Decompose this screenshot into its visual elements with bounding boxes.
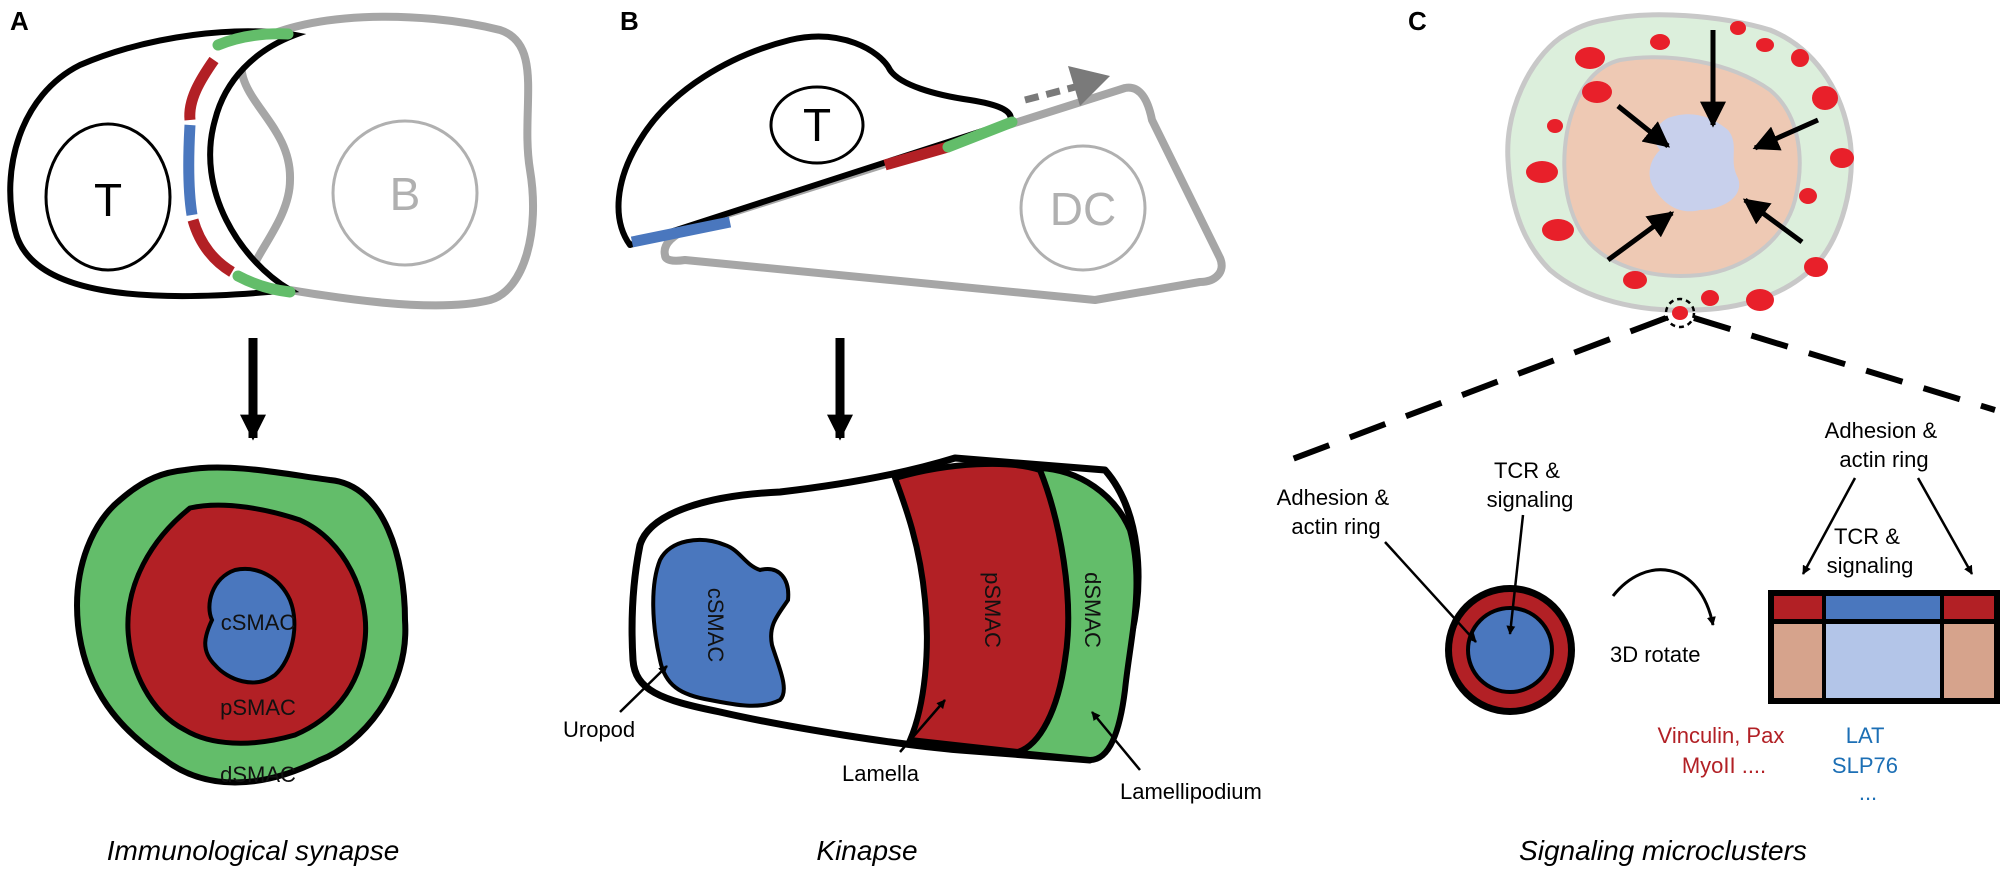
kinapse-t-nucleus xyxy=(769,85,865,165)
c-right-adhesion-arrow-right xyxy=(1916,477,1974,575)
c-right-tcr-label: TCR & signaling xyxy=(1827,524,1914,578)
rotate-arrow xyxy=(1611,568,1716,626)
kinapse-t-label: T xyxy=(803,99,831,151)
dc-nucleus xyxy=(1019,144,1147,272)
kinapse-contact-green xyxy=(942,116,1018,153)
microcluster-dot xyxy=(1623,271,1647,289)
inward-arrow xyxy=(1752,117,1820,151)
b-nucleus xyxy=(331,119,479,267)
microcluster-dot xyxy=(1650,34,1670,50)
kinapse-contact-blue xyxy=(630,216,732,248)
microcluster-dot xyxy=(1526,161,1558,183)
uropod-label: Uropod xyxy=(563,717,635,742)
uropod-arrow xyxy=(619,665,668,713)
microcluster-top-core xyxy=(1466,606,1554,694)
microcluster-dot xyxy=(1804,257,1828,277)
zoom-line-right xyxy=(1693,315,1996,413)
microcluster-dot xyxy=(1791,49,1809,67)
lamellipodium-label: Lamellipodium xyxy=(1120,779,1262,804)
kinapse-contact-red xyxy=(883,141,950,171)
microcluster-dot xyxy=(1746,289,1774,311)
panel-a-letter: A xyxy=(10,6,29,36)
side-view-tan-right xyxy=(1944,624,1994,698)
c-caption: Signaling microclusters xyxy=(1519,835,1807,866)
panel-b: B DC T cSMAC pSMAC dSMAC Uropod Lamella … xyxy=(563,6,1262,866)
c-right-adhesion-label: Adhesion & actin ring xyxy=(1825,418,1944,472)
inward-arrows xyxy=(1606,30,1820,263)
b-psmac-label: pSMAC xyxy=(980,572,1005,648)
kinapse-psmac xyxy=(891,460,1072,756)
microcluster-dot xyxy=(1756,38,1774,52)
panel-c-letter: C xyxy=(1408,6,1427,36)
microcluster-dot xyxy=(1672,306,1688,320)
contact-psmac-bottom xyxy=(187,218,235,277)
lamella-label: Lamella xyxy=(842,761,920,786)
b-csmac-label: cSMAC xyxy=(703,588,728,663)
microcluster-dot xyxy=(1542,219,1574,241)
migration-arrow-dash xyxy=(1024,83,1076,104)
a-psmac-label: pSMAC xyxy=(220,695,296,720)
csmac-region xyxy=(203,566,297,685)
a-dsmac-label: dSMAC xyxy=(220,762,296,787)
a-caption: Immunological synapse xyxy=(107,835,400,866)
b-dsmac-label: dSMAC xyxy=(1080,572,1105,648)
microcluster-dots xyxy=(1526,21,1854,320)
contact-csmac xyxy=(183,124,198,216)
side-view-tan-left xyxy=(1774,624,1822,698)
microcluster-dot xyxy=(1582,81,1612,103)
microcluster-dot xyxy=(1812,86,1838,110)
microcluster-dot xyxy=(1799,188,1817,204)
migration-arrowhead xyxy=(1068,66,1110,106)
microcluster-dot xyxy=(1830,148,1854,168)
inward-arrow xyxy=(1742,197,1804,245)
rotate-label: 3D rotate xyxy=(1610,642,1701,667)
b-cell-label: B xyxy=(390,168,421,220)
t-nucleus xyxy=(44,122,172,272)
signaling-molecules: LAT SLP76 ... xyxy=(1832,723,1904,805)
microcluster-dot xyxy=(1701,290,1719,306)
microcluster-dot xyxy=(1730,21,1746,35)
b-caption: Kinapse xyxy=(816,835,917,866)
panel-a: A B T cSMAC pSMAC dSMAC Immunological sy… xyxy=(7,6,537,866)
zoom-line-left xyxy=(1288,315,1668,463)
microcluster-dot xyxy=(1547,119,1563,133)
a-csmac-label: cSMAC xyxy=(221,610,296,635)
c-right-adhesion-arrow-left xyxy=(1801,477,1857,575)
c-left-tcr-arrow xyxy=(1506,514,1525,635)
c-left-adhesion-label: Adhesion & actin ring xyxy=(1277,485,1396,539)
microcluster-dot xyxy=(1575,47,1605,69)
kinapse-csmac xyxy=(651,538,791,708)
adhesion-molecules: Vinculin, Pax MyoII .... xyxy=(1658,723,1791,778)
zoom-circle xyxy=(1664,297,1696,329)
t-cell-label: T xyxy=(94,174,122,226)
b-cell-outline xyxy=(237,12,537,310)
inward-arrow xyxy=(1616,104,1671,148)
side-view-red-left xyxy=(1774,596,1822,619)
dc-label: DC xyxy=(1050,183,1116,235)
c-left-adhesion-arrow xyxy=(1384,541,1477,643)
panel-c: C xyxy=(1277,6,2000,866)
lamella-arrow xyxy=(899,699,946,753)
side-view-lightblue xyxy=(1826,624,1940,698)
microcluster-synapse-center xyxy=(1649,114,1740,212)
contact-dsmac-bottom xyxy=(232,270,296,298)
side-view-blue-top xyxy=(1826,596,1940,619)
lamellipodium-arrow xyxy=(1091,711,1141,771)
panel-b-letter: B xyxy=(620,6,639,36)
contact-dsmac-top xyxy=(212,28,294,51)
side-view-red-right xyxy=(1944,596,1994,619)
inward-arrow xyxy=(1606,210,1675,263)
contact-psmac-top xyxy=(184,56,219,121)
c-left-tcr-label: TCR & signaling xyxy=(1487,458,1574,512)
microcluster-side-view xyxy=(1768,590,2000,704)
